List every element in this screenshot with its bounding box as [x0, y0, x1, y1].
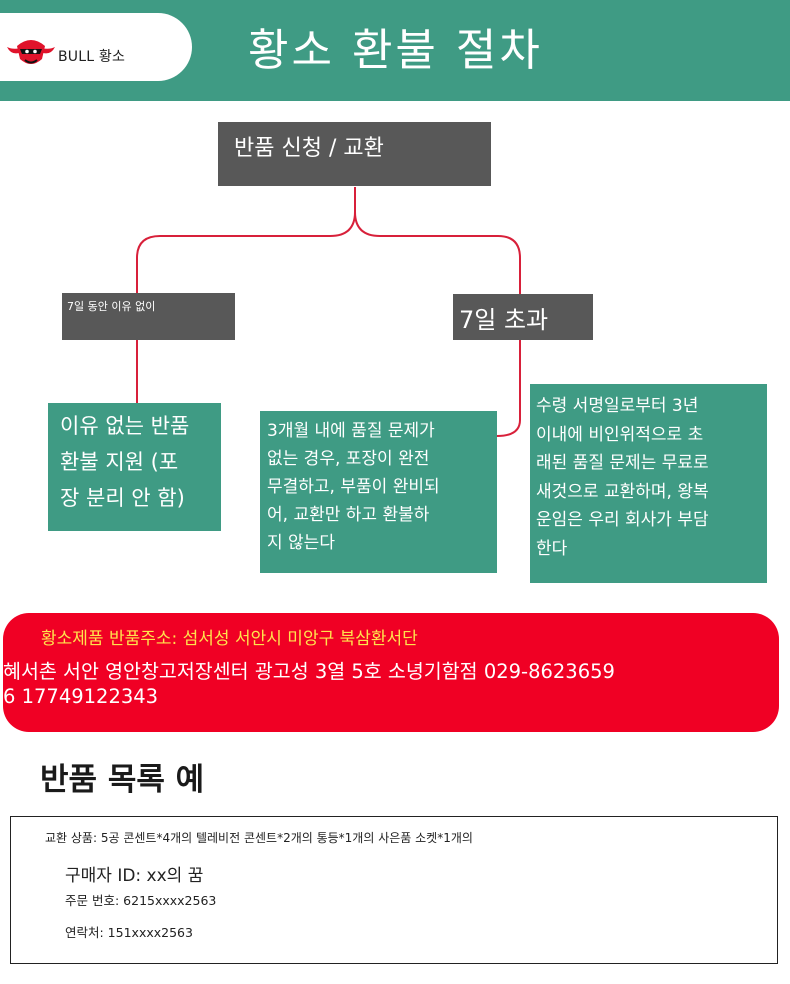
example-items: 교환 상품: 5공 콘센트*4개의 텔레비전 콘센트*2개의 통등*1개의 사은… — [45, 831, 473, 845]
example-section-title: 반품 목록 예 — [40, 762, 205, 798]
over-7-days-box: 7일 초과 — [453, 294, 593, 340]
quality-3-years-box: 수령 서명일로부터 3년 이내에 비인위적으로 초 래된 품질 문제는 무료로 … — [530, 384, 767, 583]
return-address-banner: 황소제품 반품주소: 섬서성 서안시 미앙구 북삼환서단 혜서촌 서안 영안창고… — [3, 613, 779, 732]
brand-badge: BULL 황소 — [0, 13, 192, 81]
quality-3-years-line: 운임은 우리 회사가 부담 — [536, 510, 709, 530]
over-7-days-label: 7일 초과 — [459, 306, 549, 334]
within-7-days-label: 7일 동안 이유 없이 — [67, 300, 156, 313]
page-title: 황소 환불 절차 — [248, 25, 543, 76]
apply-label: 반품 신청 / 교환 — [234, 136, 384, 161]
quality-3-months-line: 무결하고, 부품이 완비되 — [267, 477, 440, 497]
quality-3-months-box: 3개월 내에 품질 문제가 없는 경우, 포장이 완전 무결하고, 부품이 완비… — [260, 411, 497, 573]
flow-connectors — [136, 187, 521, 437]
example-return-slip: 교환 상품: 5공 콘센트*4개의 텔레비전 콘센트*2개의 통등*1개의 사은… — [10, 816, 778, 964]
quality-3-years-line: 래된 품질 문제는 무료로 — [536, 453, 709, 473]
no-reason-line: 장 분리 안 함) — [60, 486, 185, 510]
no-reason-line: 이유 없는 반품 — [60, 414, 190, 438]
quality-3-months-line: 어, 교환만 하고 환불하 — [267, 505, 430, 525]
connector-apply-right — [354, 211, 521, 294]
no-reason-line: 환불 지원 (포 — [60, 450, 179, 474]
bull-logo-icon — [7, 40, 55, 64]
connector-over7-down — [496, 340, 521, 437]
quality-3-months-line: 지 않는다 — [267, 533, 335, 553]
quality-3-years-line: 이내에 비인위적으로 초 — [536, 424, 704, 445]
example-order-number: 주문 번호: 6215xxxx2563 — [65, 893, 217, 908]
connector-apply-down — [136, 187, 356, 293]
quality-3-months-line: 없는 경우, 포장이 완전 — [267, 449, 430, 469]
return-address-phone: 6 17749122343 — [3, 685, 159, 708]
example-buyer-id: 구매자 ID: xx의 꿈 — [65, 866, 204, 886]
apply-return-exchange-box: 반품 신청 / 교환 — [218, 122, 491, 186]
no-reason-return-box: 이유 없는 반품 환불 지원 (포 장 분리 안 함) — [48, 403, 221, 531]
within-7-days-box: 7일 동안 이유 없이 — [62, 293, 235, 340]
return-address-heading: 황소제품 반품주소: 섬서성 서안시 미앙구 북삼환서단 — [41, 629, 418, 649]
quality-3-years-line: 새것으로 교환하며, 왕복 — [536, 481, 709, 502]
quality-3-months-line: 3개월 내에 품질 문제가 — [267, 421, 435, 441]
brand-name: BULL 황소 — [58, 49, 126, 65]
example-contact: 연락처: 151xxxx2563 — [65, 925, 193, 940]
return-address-detail: 혜서촌 서안 영안창고저장센터 광고성 3열 5호 소녕기함점 029-8623… — [3, 660, 615, 683]
header-banner: BULL 황소 황소 환불 절차 — [0, 0, 790, 101]
quality-3-years-line: 수령 서명일로부터 3년 — [536, 396, 699, 416]
quality-3-years-line: 한다 — [536, 538, 568, 559]
